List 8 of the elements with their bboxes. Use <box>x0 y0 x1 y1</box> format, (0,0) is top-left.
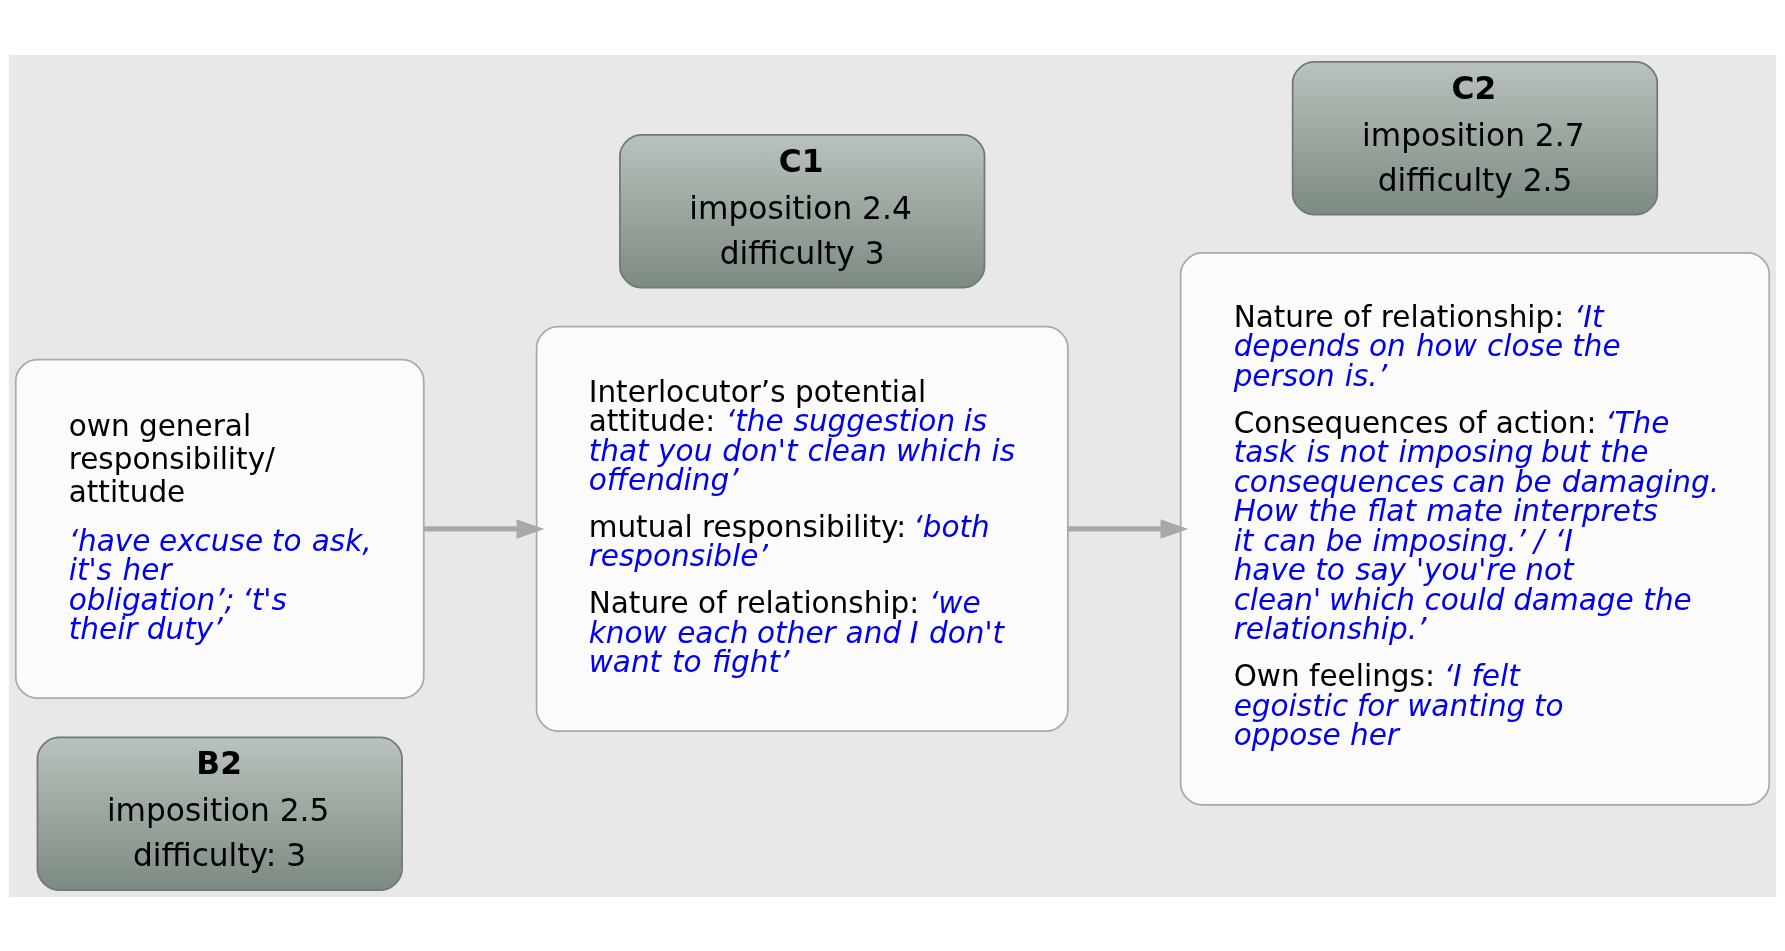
node-box: B2 imposition 2.5 difficulty: 3 <box>36 735 403 891</box>
arrow <box>424 518 545 539</box>
node-box: C1 imposition 2.4 difficulty 3 <box>619 133 986 288</box>
node-box: own general responsibility/ attitude ‘have excuse to ask, it's her obligation’; ‘t's their duty’ <box>14 358 425 699</box>
arrow <box>1068 518 1189 539</box>
node-box: Interlocutor’s potential attitude: ‘the suggestion is that you don't clean which is offending’ mutual responsibility: ‘both responsible’ Nature of relationship: ‘we know each other and I don't want to fight’ <box>535 325 1069 732</box>
node-box: Nature of relationship: ‘It depends on how close the person is.’ Consequences of action: ‘The task is not imposing but the consequences can be damaging. How the flat mate interprets it can be imposing.’ / ‘I have to say 'you're not clean' which could damage the relationship.’ Own feelings: ‘I felt egoistic for wanting to oppose her <box>1179 251 1771 806</box>
node-box: C2 imposition 2.7 difficulty 2.5 <box>1291 60 1659 216</box>
